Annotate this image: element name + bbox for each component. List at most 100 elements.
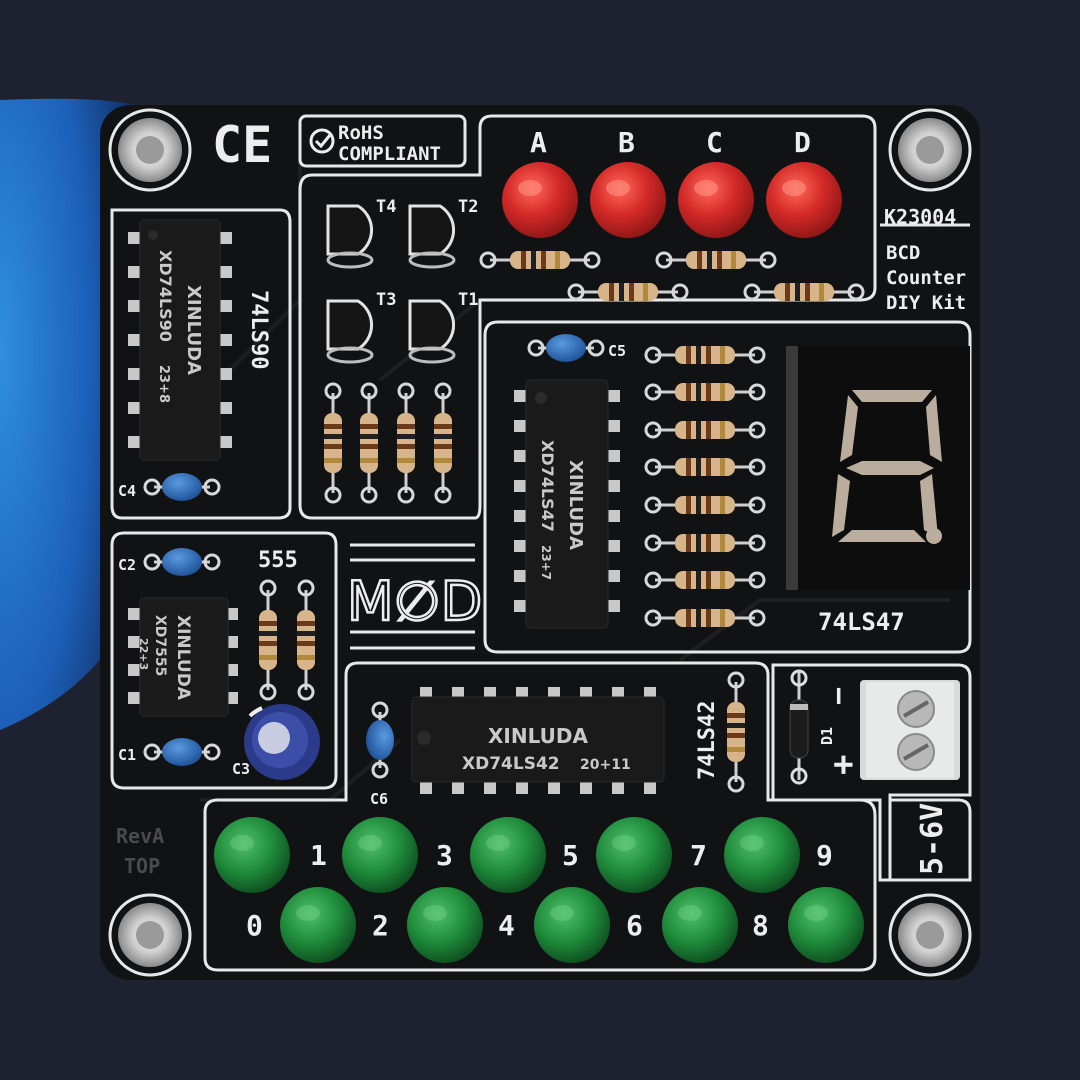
ic-pin [128, 402, 140, 414]
ic-pin [128, 300, 140, 312]
decimal-led-label-3: 3 [436, 839, 453, 872]
ic-pin [128, 232, 140, 244]
ic-pin [514, 450, 526, 462]
ic-pin [220, 436, 232, 448]
decimal-led-label-1: 1 [310, 839, 327, 872]
maker-logo: M∅D [347, 570, 482, 633]
bcd-led-group: A B C D [502, 126, 842, 238]
decimal-led-label-7: 7 [690, 839, 707, 872]
rohs-compliant-label: COMPLIANT [338, 143, 441, 165]
bcd-led-label-a: A [530, 126, 547, 159]
ic-pin [220, 334, 232, 346]
ic-pin [644, 687, 656, 699]
ic-brand: XINLUDA [173, 615, 193, 701]
ic-pin [612, 782, 624, 794]
ic-brand: XINLUDA [183, 285, 204, 375]
decimal-led-2 [407, 887, 483, 963]
seven-segment-display [786, 346, 970, 590]
ic-pin [452, 782, 464, 794]
ic-date-code: 20+11 [580, 757, 631, 773]
ic-date-code: 22+3 [137, 638, 150, 670]
decimal-led-8 [788, 887, 864, 963]
decimal-led-1 [214, 817, 290, 893]
decimal-led-0 [280, 887, 356, 963]
ic-pin [608, 540, 620, 552]
mounting-hole-bottom-right [888, 893, 972, 977]
ic-74ls47: XINLUDA XD74LS47 23+7 [514, 379, 620, 629]
decimal-led-label-4: 4 [498, 909, 515, 942]
ic-brand: XINLUDA [488, 724, 588, 748]
ic-pin [128, 368, 140, 380]
ic-pin [220, 368, 232, 380]
decimal-led-6 [662, 887, 738, 963]
ic-part-number: XD74LS42 [462, 754, 560, 774]
check-icon [309, 128, 335, 154]
ic-pin [644, 782, 656, 794]
transistor-label-t2: T2 [458, 197, 478, 217]
power-voltage-label: 5-6V [915, 803, 950, 875]
kit-name-line-3: DIY Kit [886, 292, 966, 314]
bcd-led-label-b: B [618, 126, 635, 159]
ic-pin [608, 510, 620, 522]
diode-label: D1 [818, 727, 836, 745]
power-minus-mark: − [821, 687, 856, 705]
ic-pin [128, 436, 140, 448]
ic-pin [514, 480, 526, 492]
ic-pin [452, 687, 464, 699]
ic-pin [514, 420, 526, 432]
ic-pin [128, 636, 140, 648]
ic-pin [514, 570, 526, 582]
capacitor-label-c5: C5 [608, 342, 626, 360]
decimal-led-label-2: 2 [372, 909, 389, 942]
kit-name-line-1: BCD [886, 242, 920, 264]
capacitor-label-c1: C1 [118, 746, 136, 764]
ic-pin [580, 687, 592, 699]
ic-74ls90: XINLUDA XD74LS90 23+8 [128, 219, 232, 461]
ic-pin [220, 266, 232, 278]
ic-pin [220, 232, 232, 244]
decimal-led-label-8: 8 [752, 909, 769, 942]
ic-brand: XINLUDA [565, 460, 586, 550]
ic-pin [128, 664, 140, 676]
ic-pin [226, 692, 238, 704]
ic-pin [612, 687, 624, 699]
ic-pin [608, 570, 620, 582]
mounting-hole-bottom-left [108, 893, 192, 977]
ic-pin [608, 600, 620, 612]
ic-pin [128, 608, 140, 620]
ic-part-number: XD74LS90 [156, 250, 175, 342]
bcd-led-label-c: C [706, 126, 723, 159]
ic-date-code: 23+8 [156, 365, 171, 403]
mounting-hole-top-right [888, 108, 972, 192]
rohs-label: RoHS [338, 122, 384, 144]
transistor-label-t3: T3 [376, 290, 396, 310]
ic-pin [420, 687, 432, 699]
ic-label-74ls47: 74LS47 [818, 608, 905, 636]
ic-part-number: XD74LS47 [538, 440, 557, 532]
power-plus-mark: + [823, 755, 863, 775]
ic-pin [516, 782, 528, 794]
bcd-led-c [678, 162, 754, 238]
ic-pin [484, 687, 496, 699]
kit-code: K23004 [884, 205, 956, 229]
ic-label-74ls90: 74LS90 [246, 290, 271, 369]
ce-mark: CE [212, 116, 272, 174]
decimal-led-label-5: 5 [562, 839, 579, 872]
ic-pin [548, 782, 560, 794]
decimal-led-7 [596, 817, 672, 893]
ic-label-555: 555 [258, 548, 298, 573]
ic-pin [514, 390, 526, 402]
ic-pin [608, 480, 620, 492]
ic-date-code: 23+7 [539, 545, 553, 580]
ic-pin [420, 782, 432, 794]
ic-pin [514, 600, 526, 612]
ic-pin [128, 692, 140, 704]
ic-pin [128, 334, 140, 346]
decimal-led-3 [342, 817, 418, 893]
ic-pin [548, 687, 560, 699]
capacitor-label-c6: C6 [370, 790, 388, 808]
capacitor-label-c2: C2 [118, 556, 136, 574]
ic-label-74ls42: 74LS42 [695, 701, 720, 780]
bcd-led-a [502, 162, 578, 238]
bcd-led-label-d: D [794, 126, 811, 159]
